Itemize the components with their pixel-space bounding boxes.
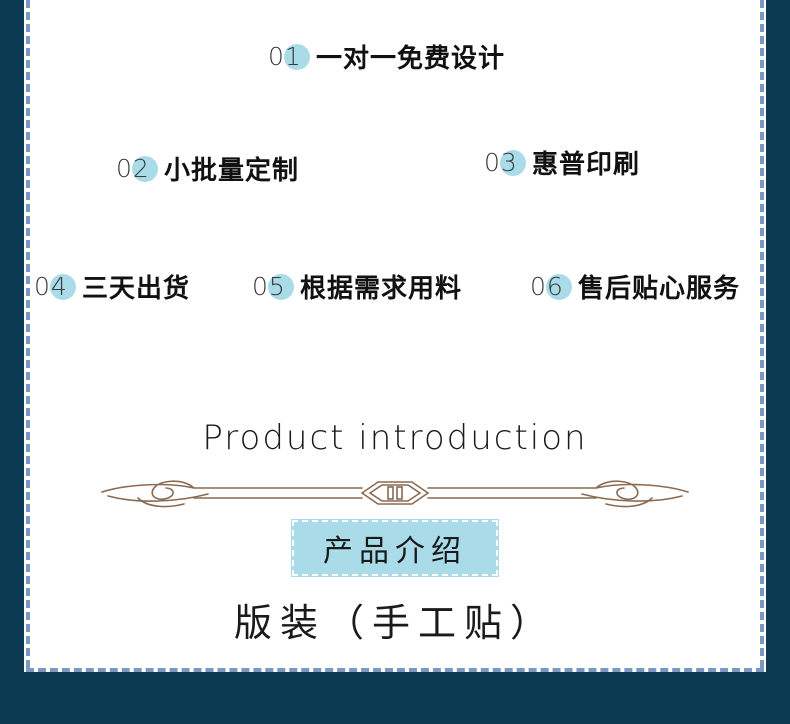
number-dot bbox=[132, 155, 158, 182]
feature-number: 02 bbox=[116, 153, 150, 183]
feature-item-02: 02 小批量定制 bbox=[114, 150, 299, 187]
number-dot bbox=[50, 273, 76, 300]
feature-label: 惠普印刷 bbox=[532, 150, 641, 180]
product-name: 版装（手工贴） bbox=[233, 601, 556, 645]
feature-number: 01 bbox=[268, 41, 302, 71]
feature-item-04: 04 三天出货 bbox=[32, 268, 190, 305]
feature-label: 根据需求用料 bbox=[300, 274, 463, 304]
feature-item-03: 03 惠普印刷 bbox=[482, 144, 640, 181]
feature-number: 04 bbox=[34, 271, 68, 301]
number-dot bbox=[500, 149, 526, 176]
feature-item-05: 05 根据需求用料 bbox=[250, 268, 462, 305]
feature-label: 三天出货 bbox=[82, 274, 191, 304]
feature-item-06: 06 售后贴心服务 bbox=[528, 268, 740, 305]
dashed-border-bottom bbox=[26, 668, 764, 672]
feature-item-01: 01 一对一免费设计 bbox=[266, 38, 505, 75]
feature-number-badge: 02 bbox=[114, 154, 158, 184]
feature-number: 03 bbox=[484, 147, 518, 177]
dashed-border-right bbox=[760, 0, 764, 668]
dashed-border-left bbox=[26, 0, 30, 668]
number-dot bbox=[268, 273, 294, 300]
intro-title-cn-badge: 产品介绍 bbox=[291, 519, 499, 577]
feature-number: 06 bbox=[530, 271, 564, 301]
feature-number-badge: 05 bbox=[250, 272, 294, 302]
feature-label: 售后贴心服务 bbox=[578, 274, 741, 304]
feature-number-badge: 06 bbox=[528, 272, 572, 302]
flourish-divider-icon bbox=[101, 480, 689, 508]
feature-number-badge: 04 bbox=[32, 272, 76, 302]
feature-label: 小批量定制 bbox=[164, 156, 300, 186]
feature-number-badge: 01 bbox=[266, 42, 310, 72]
feature-number: 05 bbox=[252, 271, 286, 301]
intro-title-en: Product introduction bbox=[202, 418, 588, 458]
feature-label: 一对一免费设计 bbox=[316, 44, 506, 74]
feature-number-badge: 03 bbox=[482, 148, 526, 178]
number-dot bbox=[284, 43, 310, 70]
number-dot bbox=[546, 273, 572, 300]
